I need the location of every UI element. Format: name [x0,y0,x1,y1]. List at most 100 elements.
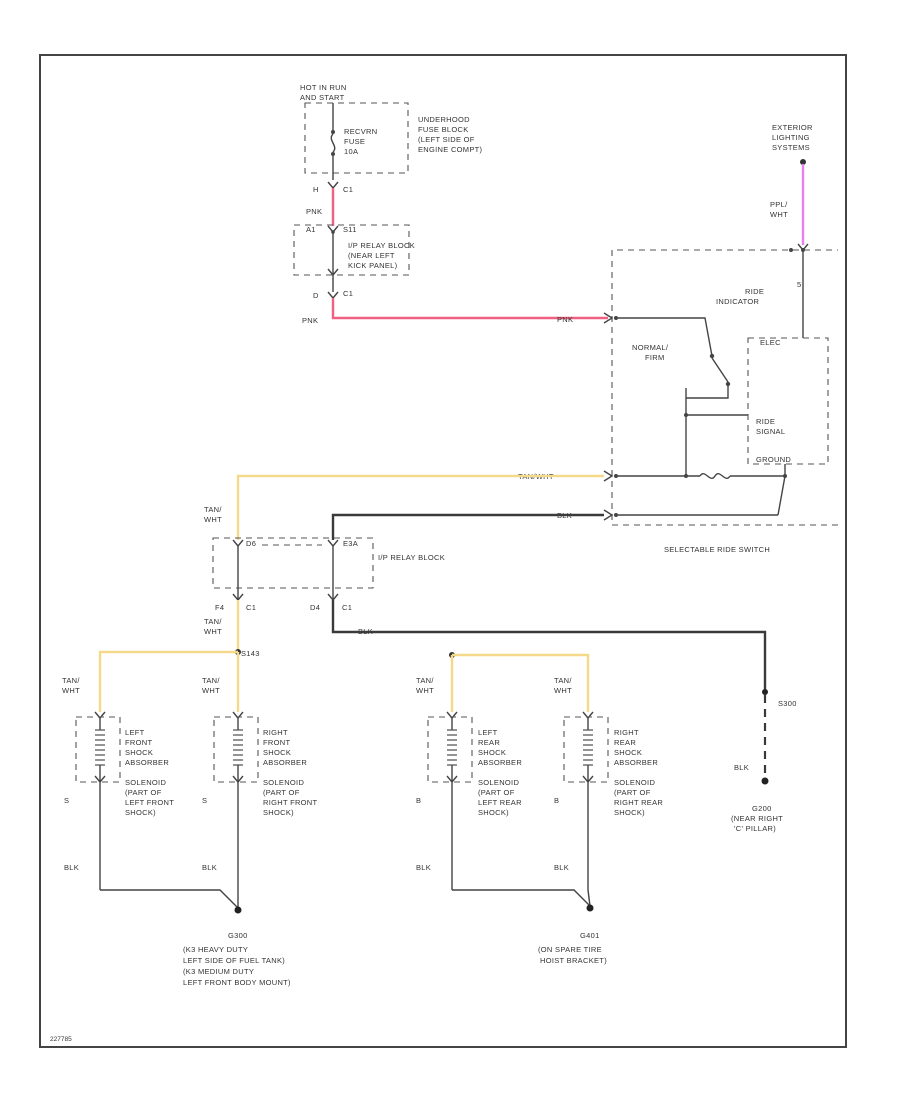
coil-icon [583,729,593,766]
pnk-label-2: PNK [302,316,318,325]
g200-l2: 'C' PILLAR) [734,824,776,833]
lf-pin: S [64,796,69,805]
splice-s143: S143 [241,649,260,658]
rr-l6: (PART OF [614,788,651,797]
rr-l2: REAR [614,738,636,747]
ground-g200 [761,777,769,785]
rf-l1: RIGHT [263,728,288,737]
lr-l5: SOLENOID [478,778,519,787]
rf-l5: SOLENOID [263,778,304,787]
normal-firm-1: NORMAL/ [632,343,669,352]
relay-name-1: I/P RELAY BLOCK [348,241,415,250]
blk-wire-upper [331,513,604,540]
rr-l5: SOLENOID [614,778,655,787]
lf-wire-1: TAN/ [62,676,80,685]
elec-module [747,337,829,465]
fuse-conn: C1 [343,185,353,194]
selectable-ride-switch: PNK RIDE INDICATOR NORMAL/ FIRM ELEC RID… [518,249,838,554]
relay-name-3: KICK PANEL) [348,261,398,270]
relay-pin-d6: D6 [246,539,256,548]
ppl-label-2: WHT [770,210,788,219]
coil-icon [233,729,243,766]
diagram-border [39,54,847,1048]
pnk-label-1: PNK [306,207,322,216]
fuse-block-name-3: (LEFT SIDE OF [418,135,475,144]
switch-name: SELECTABLE RIDE SWITCH [664,545,770,554]
lf-l1: LEFT [125,728,145,737]
rf-l3: SHOCK [263,748,291,757]
relay-bottom-name: I/P RELAY BLOCK [378,553,445,562]
fuse-block-name-4: ENGINE COMPT) [418,145,483,154]
lf-l2: FRONT [125,738,152,747]
rf-l6: (PART OF [263,788,300,797]
g401-l1: (ON SPARE TIRE [538,945,602,954]
solenoid-rr: TAN/ WHT B RIGHT REAR SHOCK ABSORBER SOL… [554,676,663,890]
ip-relay-block-top: PNK A1 S11 I/P RELAY BLOCK (NEAR LEFT KI… [293,207,415,325]
resistor-icon [699,473,731,479]
lr-l7: LEFT REAR [478,798,522,807]
g300-l2: LEFT SIDE OF FUEL TANK) [183,956,285,965]
rr-l1: RIGHT [614,728,639,737]
rr-l8: SHOCK) [614,808,645,817]
tan2-label-a: TAN/ [204,617,222,626]
s300-label: S300 [778,699,797,708]
fuse-rating: 10A [344,147,358,156]
g300-l4: LEFT FRONT BODY MOUNT) [183,978,291,987]
ppl-label-1: PPL/ [770,200,788,209]
lr-l2: REAR [478,738,500,747]
gnd-wire-lr [452,889,591,907]
relay-conn: C1 [343,289,353,298]
lf-l4: ABSORBER [125,758,169,767]
lr-l1: LEFT [478,728,498,737]
rf-wire-1: TAN/ [202,676,220,685]
rr-l4: ABSORBER [614,758,658,767]
tan-wire-upper [236,474,604,540]
fuse-block-box [304,102,409,174]
underhood-fuse-block: HOT IN RUN AND START RECVRN FUSE 10A UND… [300,83,483,194]
g200-label: G200 [752,804,772,813]
fuse-block-name-2: FUSE BLOCK [418,125,469,134]
rf-wire-2: WHT [202,686,220,695]
s300-blk: BLK [734,763,749,772]
rf-l8: SHOCK) [263,808,294,817]
normal-firm-2: FIRM [645,353,665,362]
lf-l8: SHOCK) [125,808,156,817]
solenoid-lr: TAN/ WHT B LEFT REAR SHOCK ABSORBER SOLE… [416,676,522,890]
g401-label: G401 [580,931,600,940]
tan-label-a: TAN/ [204,505,222,514]
relay-pin-e3a: E3A [343,539,358,548]
switch-pnk-tag: PNK [557,315,573,324]
rr-l3: SHOCK [614,748,642,757]
lf-l7: LEFT FRONT [125,798,174,807]
rr-wire-2: WHT [554,686,572,695]
exterior-label-2: LIGHTING [772,133,810,142]
rf-gnd: BLK [202,863,217,872]
lr-l8: SHOCK) [478,808,509,817]
tan2-label-b: WHT [204,627,222,636]
rr-gnd: BLK [554,863,569,872]
rr-wire-1: TAN/ [554,676,572,685]
exterior-label-3: SYSTEMS [772,143,810,152]
tan-wire-lf [98,650,238,712]
lf-l5: SOLENOID [125,778,166,787]
ride-indicator-2: INDICATOR [716,297,760,306]
coil-icon [95,729,105,766]
ride-indicator-1: RIDE [745,287,764,296]
diagram-id: 227785 [50,1036,72,1043]
gnd-wire-lf [100,889,239,909]
ride-signal-2: SIGNAL [756,427,785,436]
lf-wire-2: WHT [62,686,80,695]
lr-wire-2: WHT [416,686,434,695]
g300-l3: (K3 MEDIUM DUTY [183,967,254,976]
ground-labels: S300 BLK G200 (NEAR RIGHT 'C' PILLAR) G3… [183,699,797,987]
gnd-wire-rr [587,889,591,907]
g300-l1: (K3 HEAVY DUTY [183,945,248,954]
elec-label: ELEC [760,338,781,347]
relay-pin-in: A1 [306,225,316,234]
fuse-block-name-1: UNDERHOOD [418,115,470,124]
hot-label-2: AND START [300,93,345,102]
exterior-pin: 5 [797,280,801,289]
lf-l6: (PART OF [125,788,162,797]
lf-gnd: BLK [64,863,79,872]
fuse-icon [330,133,336,153]
